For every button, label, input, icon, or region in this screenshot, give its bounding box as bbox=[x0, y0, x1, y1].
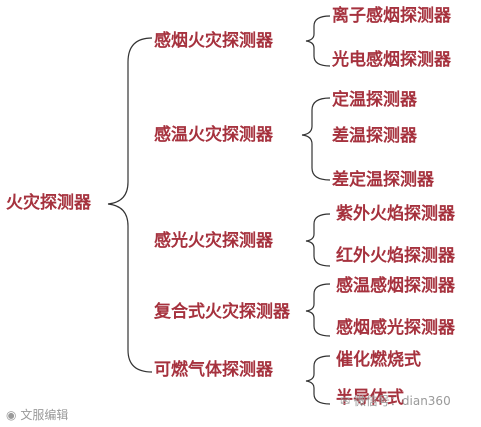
watermark-right-text: 微信号：dian360 bbox=[353, 394, 451, 408]
leaf-node-2-0: 紫外火焰探测器 bbox=[336, 204, 455, 224]
watermark-left: ◉ 文服编辑 bbox=[6, 408, 68, 422]
leaf-node-1-1: 差温探测器 bbox=[332, 126, 417, 146]
category-brace-4 bbox=[305, 355, 331, 405]
leaf-node-3-1: 感烟感光探测器 bbox=[336, 318, 455, 338]
category-brace-0 bbox=[305, 15, 331, 67]
watermark-right: ✉ 微信号：dian360 bbox=[340, 394, 451, 408]
category-node-3: 复合式火灾探测器 bbox=[154, 302, 290, 322]
wechat-icon: ✉ bbox=[340, 394, 351, 408]
category-node-1: 感温火灾探测器 bbox=[154, 125, 273, 145]
leaf-node-4-0: 催化燃烧式 bbox=[336, 350, 421, 370]
leaf-node-1-2: 差定温探测器 bbox=[332, 170, 434, 190]
category-node-4: 可燃气体探测器 bbox=[154, 360, 273, 380]
leaf-node-3-0: 感温感烟探测器 bbox=[336, 276, 455, 296]
category-node-2: 感光火灾探测器 bbox=[154, 231, 273, 251]
leaf-node-0-0: 离子感烟探测器 bbox=[332, 6, 451, 26]
leaf-node-1-0: 定温探测器 bbox=[332, 90, 417, 110]
category-node-0: 感烟火灾探测器 bbox=[154, 31, 273, 51]
leaf-node-2-1: 红外火焰探测器 bbox=[336, 246, 455, 266]
leaf-node-0-1: 光电感烟探测器 bbox=[332, 50, 451, 70]
root-node: 火灾探测器 bbox=[6, 193, 91, 213]
watermark-left-text: 文服编辑 bbox=[20, 408, 69, 422]
category-brace-2 bbox=[305, 213, 331, 267]
category-brace-3 bbox=[305, 283, 331, 337]
root-brace bbox=[107, 37, 153, 373]
weibo-icon: ◉ bbox=[6, 408, 17, 422]
category-brace-1 bbox=[301, 97, 331, 181]
leaf-node-4-1: 半导体式 bbox=[336, 388, 404, 408]
